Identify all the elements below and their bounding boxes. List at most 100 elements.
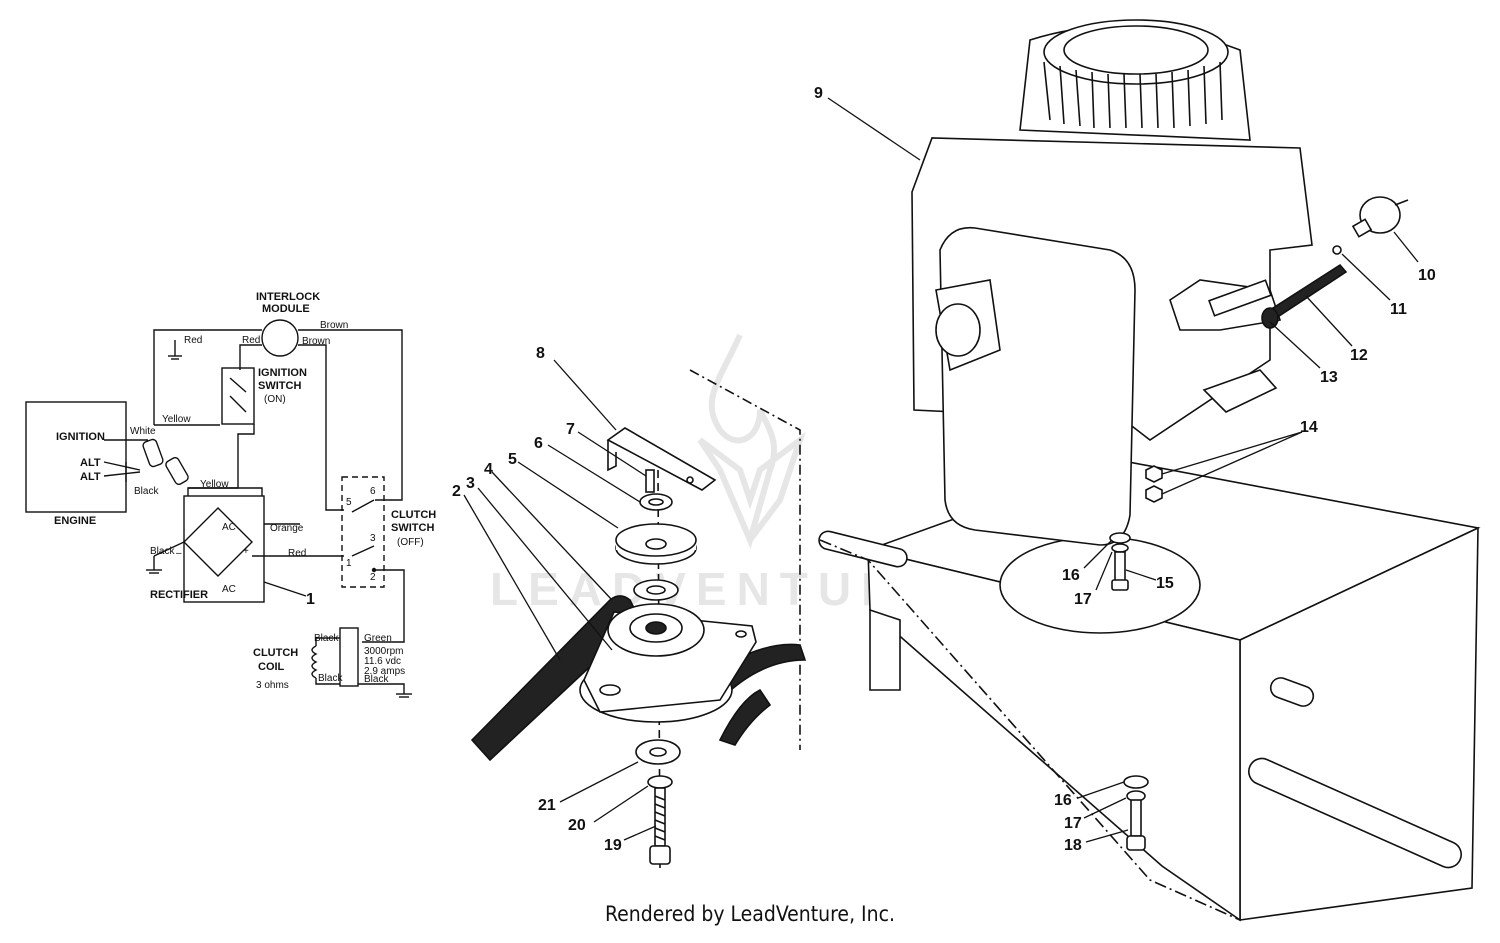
wire-orange: Orange: [270, 523, 304, 534]
callout-11: 11: [1390, 301, 1407, 318]
terminal-5: 5: [346, 497, 352, 508]
ignition-switch-symbol: [221, 367, 255, 425]
interlock-module-label-2: MODULE: [262, 303, 310, 315]
clutch-coil-label-1: CLUTCH: [253, 647, 298, 659]
hose-clamp-11: [1332, 245, 1342, 255]
fuel-cap: [935, 303, 981, 357]
callout-3: 3: [466, 475, 475, 492]
callout-13: 13: [1320, 369, 1338, 386]
flame-logo-icon: [697, 333, 806, 549]
wire-connector-white: [142, 438, 164, 468]
wire-black-ground: Black: [364, 674, 389, 685]
wire-red-top: Red: [184, 335, 202, 346]
interlock-module-label-1: INTERLOCK: [256, 291, 320, 303]
rectifier-ac-top: AC: [222, 522, 236, 533]
bolt-15: [1114, 551, 1126, 583]
rectifier-plus: +: [243, 546, 249, 557]
ignition-switch-label-2: SWITCH: [258, 380, 301, 392]
footer-credit: Rendered by LeadVenture, Inc.: [605, 902, 895, 926]
watermark: LEADVENTURE: [490, 333, 945, 615]
alt-label-2: ALT: [80, 471, 101, 483]
wire-connector-alt: [165, 457, 189, 485]
callout-1: 1: [306, 591, 315, 608]
washer-16-upper: [1109, 532, 1131, 544]
callout-17-upper: 17: [1074, 591, 1092, 608]
wire-green: Green: [364, 633, 392, 644]
callout-18: 18: [1064, 837, 1082, 854]
deck-stub: [1269, 677, 1315, 707]
rectifier-ac-bottom: AC: [222, 584, 236, 595]
wire-red-rect: Red: [288, 548, 306, 559]
clutch-switch-symbol: [341, 476, 385, 588]
wire-black-rect: Black: [150, 546, 175, 557]
coil-spec-rpm: 3000rpm: [364, 646, 403, 657]
drive-shaft-right: [1248, 757, 1462, 869]
ignition-switch-state: (ON): [264, 394, 286, 405]
callout-6: 6: [534, 435, 543, 452]
callout-19: 19: [604, 837, 622, 854]
ignition-label: IGNITION: [56, 431, 105, 443]
fuel-tank: [939, 226, 1136, 546]
callout-7: 7: [566, 421, 575, 438]
lock-washer-17-upper: [1111, 543, 1129, 553]
rectifier-minus: –: [176, 548, 182, 559]
engine-deck-assembly: [818, 19, 1481, 922]
wire-white: White: [130, 426, 156, 437]
washer-16-lower: [1123, 775, 1149, 789]
callout-2: 2: [452, 483, 461, 500]
wire-black-coil-top: Black: [314, 633, 339, 644]
lock-washer-20: [647, 775, 673, 789]
wire-yellow-left: Yellow: [162, 414, 191, 425]
callout-leaders: [463, 97, 1419, 843]
fuel-line-12: [1268, 263, 1348, 320]
terminal-1: 1: [346, 558, 352, 569]
watermark-text: LEADVENTURE: [490, 563, 945, 615]
wire-brown-top: Brown: [320, 320, 348, 331]
engine-block-symbol: [25, 401, 127, 513]
callout-12: 12: [1350, 347, 1368, 364]
coil-spec-vdc: 11.6 vdc: [364, 656, 401, 667]
fuel-filter-10: [1351, 196, 1409, 238]
callout-numbers: 2 3 4 5 6 7 8 9 10 11 12 13 14 15 16 17 …: [452, 85, 1436, 854]
callout-20: 20: [568, 817, 586, 834]
rectifier-label: RECTIFIER: [150, 589, 208, 601]
wire-black-coil-bot: Black: [318, 673, 343, 684]
hex-nut-14b: [1145, 485, 1163, 503]
bracket-8: [606, 427, 717, 491]
key-7: [645, 469, 655, 493]
clutch-coil-resistance: 3 ohms: [256, 680, 289, 691]
callout-9: 9: [814, 85, 823, 102]
clutch-coil-label-2: COIL: [258, 661, 285, 673]
clutch-switch-label-2: SWITCH: [391, 522, 434, 534]
coil-spec-amps: 2.9 amps: [364, 666, 405, 677]
callout-5: 5: [508, 451, 517, 468]
hose-clamp-13: [1261, 307, 1279, 329]
interlock-module-symbol: [261, 319, 299, 357]
terminal-6: 6: [370, 486, 376, 497]
clutch-switch-label-1: CLUTCH: [391, 509, 436, 521]
callout-8: 8: [536, 345, 545, 362]
callout-10: 10: [1418, 267, 1436, 284]
callout-14: 14: [1300, 419, 1318, 436]
callout-21: 21: [538, 797, 556, 814]
mower-deck-front: [867, 548, 1241, 922]
clutch-coil-symbol: [339, 627, 359, 687]
wire-brown-mid: Brown: [302, 336, 330, 347]
callout-17-lower: 17: [1064, 815, 1082, 832]
engine-label: ENGINE: [54, 515, 96, 527]
wiring-labels: INTERLOCK MODULE IGNITION SWITCH (ON) IG…: [54, 291, 436, 691]
clutch-switch-state: (OFF): [397, 537, 424, 548]
callout-4: 4: [484, 461, 493, 478]
wire-black-alt: Black: [134, 486, 159, 497]
wire-red-mid: Red: [242, 335, 260, 346]
terminal-3: 3: [370, 533, 376, 544]
wiring-schematic: [25, 319, 412, 698]
bolt-18: [1130, 799, 1142, 837]
callout-15: 15: [1156, 575, 1174, 592]
callout-16-upper: 16: [1062, 567, 1080, 584]
callout-16-lower: 16: [1054, 792, 1072, 809]
wire-yellow-conn: Yellow: [200, 479, 229, 490]
alt-label-1: ALT: [80, 457, 101, 469]
